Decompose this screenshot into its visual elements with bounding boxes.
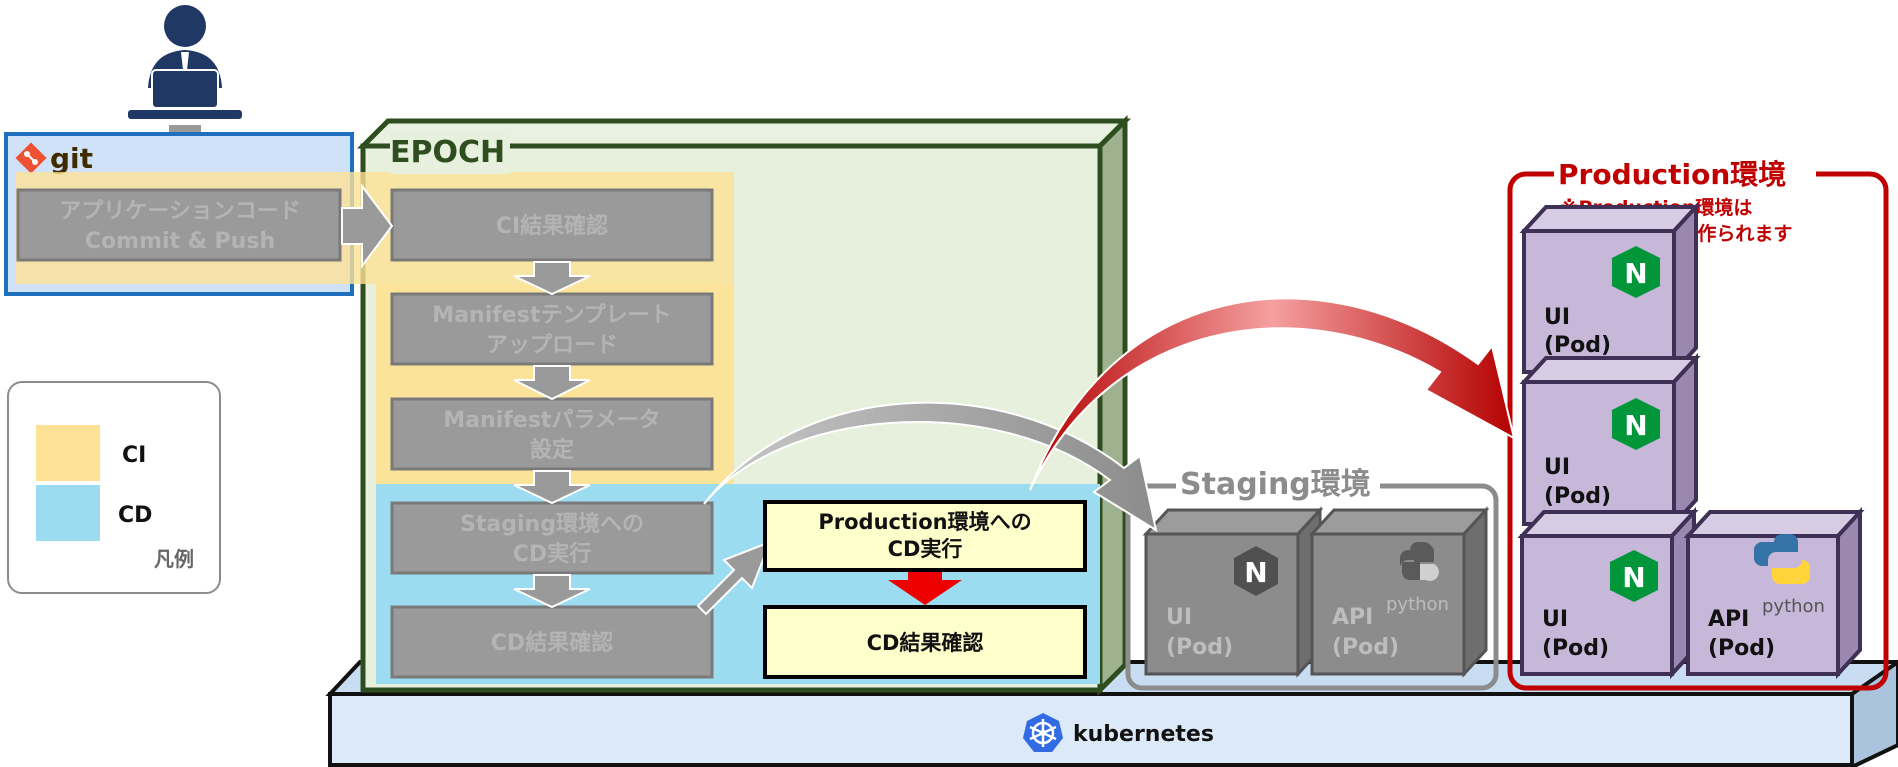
production-api-label-1: API (1708, 607, 1749, 632)
staging-python-label: python (1386, 594, 1449, 615)
curved-arrow-to-staging (703, 401, 1158, 533)
step-manifest-param-label-1: Manifestパラメータ (443, 408, 660, 433)
down-arrow (513, 261, 591, 609)
nginx-icon: N (1612, 398, 1660, 450)
step-manifest-param-label-2: 設定 (530, 437, 574, 463)
step-ci-check (390, 188, 714, 262)
step-commit-label-1: アプリケーションコード (59, 199, 301, 224)
staging-ui-pod: N (1142, 506, 1324, 678)
step-prod-cd-label-2: CD実行 (888, 537, 963, 561)
arrow-commit-to-ci (341, 183, 394, 269)
legend-cd-swatch (36, 485, 100, 541)
step-cd-check-left (390, 605, 714, 679)
legend-caption: 凡例 (154, 547, 194, 571)
svg-text:N: N (1244, 556, 1267, 589)
python-icon (1400, 542, 1439, 581)
step-prod-cd (763, 500, 1087, 572)
kubernetes-icon (1023, 713, 1063, 752)
production-python-label: python (1762, 596, 1825, 617)
kubernetes-label: kubernetes (1073, 722, 1214, 747)
step-staging-cd-label-1: Staging環境への (460, 511, 644, 537)
git-label: git (50, 142, 93, 175)
step-cd-check-right (763, 605, 1087, 679)
step-manifest-upload (390, 292, 714, 366)
python-icon (1754, 534, 1810, 584)
production-ui-1-label-2: (Pod) (1544, 333, 1611, 358)
staging-api-label-2: (Pod) (1332, 635, 1399, 660)
svg-text:N: N (1624, 257, 1647, 290)
production-ui-1-label-1: UI (1544, 305, 1570, 330)
step-staging-cd (390, 501, 714, 575)
epoch-title: EPOCH (390, 135, 505, 170)
legend-cd-label: CD (118, 503, 152, 528)
git-icon (15, 142, 47, 174)
production-ui-3-label-2: (Pod) (1542, 636, 1609, 661)
step-cd-check-right-label: CD結果確認 (867, 631, 984, 655)
nginx-icon: N (1234, 546, 1278, 596)
step-commit-push (16, 188, 342, 262)
production-ui-2-label-2: (Pod) (1544, 484, 1611, 509)
production-title: Production環境 (1558, 158, 1786, 191)
production-ui-2-label-1: UI (1544, 455, 1570, 480)
staging-ui-label-2: (Pod) (1166, 635, 1233, 660)
svg-text:N: N (1622, 561, 1645, 594)
step-manifest-upload-label-2: アップロード (486, 333, 618, 358)
nginx-icon: N (1610, 550, 1658, 602)
staging-ui-label-1: UI (1166, 605, 1192, 630)
step-manifest-param (390, 397, 714, 471)
curved-arrow-to-production (1029, 297, 1516, 491)
staging-api-pod (1308, 506, 1490, 678)
step-prod-cd-label-1: Production環境への (818, 510, 1031, 534)
developer-icon (128, 5, 242, 119)
legend-ci-swatch (36, 425, 100, 481)
step-ci-check-label: CI結果確認 (496, 213, 608, 239)
step-staging-cd-label-2: CD実行 (513, 541, 591, 567)
staging-title: Staging環境 (1180, 467, 1371, 502)
svg-text:N: N (1624, 409, 1647, 442)
red-down-arrow (888, 572, 962, 605)
production-api-label-2: (Pod) (1708, 636, 1775, 661)
step-cd-check-left-label: CD結果確認 (491, 630, 613, 656)
legend-ci-label: CI (122, 443, 146, 468)
arrow-to-prod-cd (696, 540, 772, 616)
production-ui-3-label-1: UI (1542, 607, 1568, 632)
step-manifest-upload-label-1: Manifestテンプレート (432, 303, 671, 328)
production-api-pod (1683, 506, 1865, 680)
step-commit-label-2: Commit & Push (85, 229, 275, 254)
nginx-icon: N (1612, 246, 1660, 298)
staging-api-label-1: API (1332, 605, 1373, 630)
